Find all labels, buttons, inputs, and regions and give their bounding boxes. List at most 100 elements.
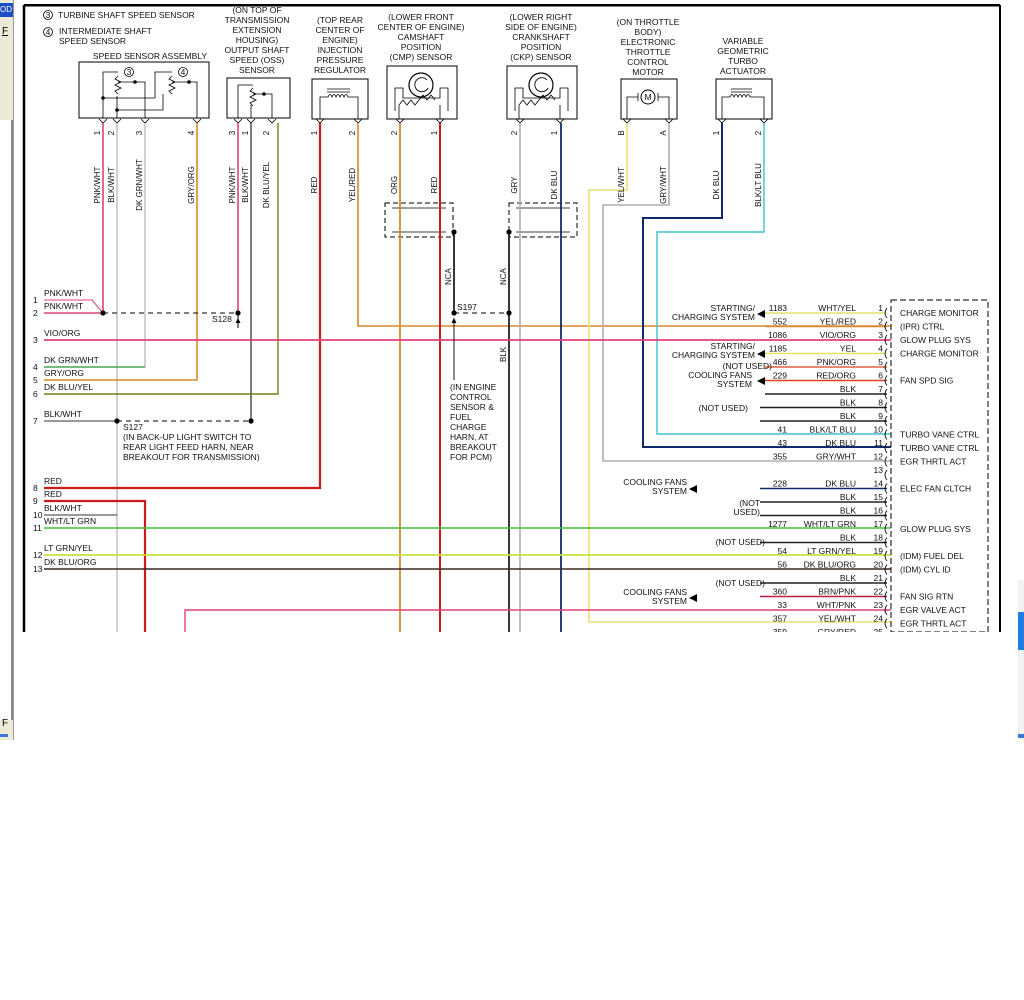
pcm-terminal-icon xyxy=(884,469,888,481)
pcm-pin-number: 22 xyxy=(874,587,884,597)
terminal-icon xyxy=(555,118,565,124)
oss-sensor[interactable] xyxy=(226,77,291,119)
wire-pnk-wht-1 xyxy=(44,299,104,314)
pcm-wire-label: BLK xyxy=(840,573,856,583)
terminal-icon xyxy=(192,118,202,124)
pcm-function-label: EGR VALVE ACT xyxy=(900,605,966,615)
pcm-terminal-icon xyxy=(884,456,888,467)
pcm-function-label: TURBO VANE CTRL xyxy=(900,443,979,453)
wire-color-label: GRY/ORG xyxy=(187,166,196,204)
pcm-circuit-number: 355 xyxy=(773,452,787,462)
oss-sensor-box xyxy=(226,77,291,119)
vgt-title-line-2: TURBO xyxy=(728,56,758,66)
pin-number: 3 xyxy=(135,130,144,135)
left-wire-label: PNK/WHT xyxy=(44,301,83,311)
terminal-icon xyxy=(246,118,256,124)
cooling-fans-6-line-1: SYSTEM xyxy=(717,379,752,389)
speed-sensor-circuit xyxy=(102,71,198,118)
wire-color-label: ORG xyxy=(390,176,399,194)
pcm-pin-number: 23 xyxy=(874,600,884,610)
speed-sensor-assembly[interactable]: SPEED SENSOR ASSEMBLY 3 4 xyxy=(78,51,210,119)
vgt-title-line-0: VARIABLE xyxy=(723,36,764,46)
ipr-title-line-2: ENGINE) xyxy=(322,35,358,45)
scroll-thumb[interactable] xyxy=(1018,612,1024,650)
pcm-pin-number: 4 xyxy=(878,344,883,354)
app-menu-fragment[interactable]: F xyxy=(2,26,9,37)
speed-sensor-assembly-box xyxy=(78,61,210,119)
pin-number: 2 xyxy=(107,130,116,135)
s127-note-line-1: REAR LIGHT FEED HARN, NEAR xyxy=(123,442,254,452)
wire-color-label: DK BLU xyxy=(550,170,559,199)
wire-color-label: RED xyxy=(430,176,439,193)
ipr-title-line-3: INJECTION xyxy=(318,45,363,55)
speed-sensor-assembly-title: SPEED SENSOR ASSEMBLY xyxy=(93,51,207,61)
pcm-circuit-number: 43 xyxy=(778,438,788,448)
splice-dot xyxy=(506,310,512,316)
etc-box xyxy=(620,78,678,120)
wire-color-label: BLK/LT BLU xyxy=(754,163,763,207)
pcm-terminal-icon xyxy=(884,348,888,359)
left-wire-label: LT GRN/YEL xyxy=(44,543,93,553)
cmp-title-line-0: (LOWER FRONT xyxy=(388,12,454,22)
ckp-sensor[interactable] xyxy=(506,65,578,120)
terminal-icon xyxy=(98,118,108,124)
left-wire-label: DK BLU/ORG xyxy=(44,557,96,567)
wire-color-label: YEL/WHT xyxy=(617,167,626,203)
wire-color-label: DK GRN/WHT xyxy=(135,159,144,211)
s197-note-line-4: CHARGE xyxy=(450,422,487,432)
left-pin-number: 7 xyxy=(33,416,38,426)
pcm-function-label: FAN SIG RTN xyxy=(900,592,953,602)
variable-geometric-turbo-actuator[interactable] xyxy=(715,78,773,120)
s197-note-line-1: CONTROL xyxy=(450,392,492,402)
left-pin-number: 5 xyxy=(33,375,38,385)
pcm-pin-number: 14 xyxy=(874,479,884,489)
pcm-terminal-icon xyxy=(884,496,888,508)
injection-pressure-regulator[interactable] xyxy=(311,78,369,120)
pcm-terminal-icon xyxy=(884,604,888,616)
oss-title-line-0: (ON TOP OF xyxy=(232,5,281,15)
ckp-title-line-2: CRANKSHAFT xyxy=(512,32,570,42)
pcm-terminal-icon xyxy=(884,564,888,575)
pcm-wire-label: YEL/RED xyxy=(820,317,856,327)
pcm-wire-label: RED/ORG xyxy=(816,371,856,381)
wiring-diagram: 3 TURBINE SHAFT SPEED SENSOR 4 INTERMEDI… xyxy=(22,4,1002,632)
left-wire-label: DK GRN/WHT xyxy=(44,355,99,365)
pcm-connector-box xyxy=(890,299,989,632)
arrow-left-icon xyxy=(689,485,697,493)
cmp-sensor[interactable] xyxy=(386,65,458,120)
ckp-title-line-3: POSITION xyxy=(521,42,562,52)
wire-dk-blu-yel xyxy=(44,123,279,395)
terminal-icon xyxy=(267,118,277,124)
pcm-pin-number: 5 xyxy=(878,357,883,367)
legend-text-4b: SPEED SENSOR xyxy=(59,36,126,46)
left-wire-label: VIO/ORG xyxy=(44,328,80,338)
s127-note-line-0: (IN BACK-UP LIGHT SWITCH TO xyxy=(123,432,252,442)
pcm-terminal-icon xyxy=(884,307,888,319)
pcm-pin-number: 8 xyxy=(878,398,883,408)
nca-label: NCA xyxy=(499,267,508,285)
app-title-fragment: OD xyxy=(0,3,13,17)
pcm-function-label: GLOW PLUG SYS xyxy=(900,524,971,534)
splice-s128-label: S128 xyxy=(212,314,232,324)
pcm-circuit-number: 56 xyxy=(778,560,788,570)
motor-label: M xyxy=(644,92,651,102)
pcm-circuit-number: 1183 xyxy=(769,303,788,313)
right-window-edge xyxy=(1018,580,1024,740)
pcm-wire-label: BRN/PNK xyxy=(818,587,856,597)
ipr-title-line-4: PRESSURE xyxy=(317,55,364,65)
pcm-function-label: FAN SPD SIG xyxy=(900,376,953,386)
electronic-throttle-control-motor[interactable]: M xyxy=(620,78,678,120)
pcm-circuit-number: 552 xyxy=(773,317,787,327)
pcm-wire-label: LT GRN/YEL xyxy=(807,546,856,556)
app-window-edge: OD F F xyxy=(0,0,14,740)
pcm-terminal-icon xyxy=(884,375,888,386)
pcm-function-label: EGR THRTL ACT xyxy=(900,619,966,629)
wire-color-label: DK BLU xyxy=(712,170,721,199)
cooling-fans-22-line-0: COOLING FANS xyxy=(623,587,687,597)
shield-cmp xyxy=(384,202,454,238)
ipr-title-line-1: CENTER OF xyxy=(315,25,364,35)
pcm-pin-number: 25 xyxy=(874,627,884,632)
starting-charging-1-line-0: STARTING/ xyxy=(710,303,755,313)
left-pin-number: 10 xyxy=(33,510,43,520)
etc-title-line-2: ELECTRONIC xyxy=(621,37,676,47)
